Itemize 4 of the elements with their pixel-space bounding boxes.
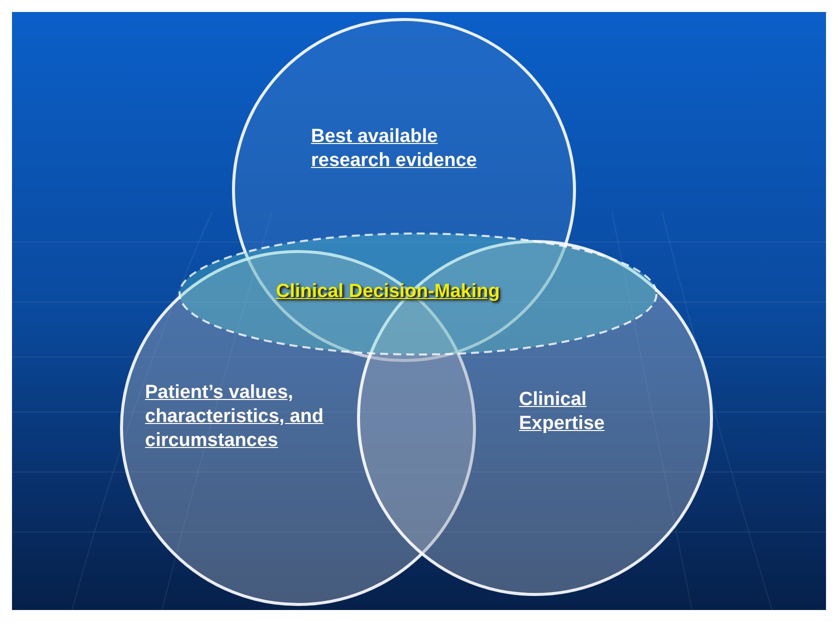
circle-label: Patient’s values, characteristics, and circumstances (145, 381, 324, 453)
circle-label: Clinical Decision-Making (276, 280, 501, 303)
circle-label: Clinical Expertise (519, 388, 606, 436)
circle-label: Best available research evidence (311, 125, 478, 173)
